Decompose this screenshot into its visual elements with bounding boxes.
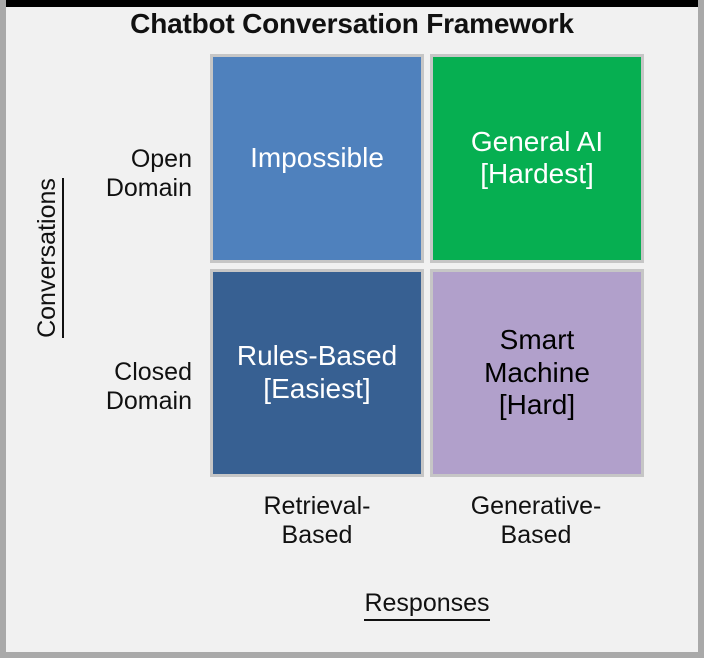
quadrant-cell-impossible[interactable]: Impossible	[210, 54, 424, 263]
quadrant-cell-rules-based[interactable]: Rules-Based [Easiest]	[210, 268, 424, 477]
x-axis-title-label: Responses	[364, 589, 490, 621]
x-axis-title: Responses	[210, 589, 644, 621]
y-axis-title-label: Conversations	[33, 178, 65, 338]
row-label-open-domain: Open Domain	[105, 145, 192, 202]
quadrant-cell-impossible-label: Impossible	[250, 142, 384, 174]
quadrant-cell-smart-machine[interactable]: Smart Machine [Hard]	[430, 268, 644, 477]
quadrant-cell-general-ai[interactable]: General AI [Hardest]	[430, 54, 644, 263]
page-title: Chatbot Conversation Framework	[130, 8, 574, 39]
quadrant-cell-smart-machine-label: Smart Machine [Hard]	[484, 324, 590, 420]
quadrant-cell-rules-based-label: Rules-Based [Easiest]	[236, 340, 398, 404]
column-label-retrieval-based: Retrieval- Based	[263, 492, 371, 549]
top-black-bar	[6, 0, 698, 7]
column-label-generative-based: Generative- Based	[470, 492, 602, 549]
quadrant-cell-general-ai-label: General AI [Hardest]	[470, 125, 604, 190]
quadrant-grid: Impossible General AI [Hardest] Rules-Ba…	[210, 54, 644, 477]
row-label-closed-domain: Closed Domain	[105, 358, 192, 415]
